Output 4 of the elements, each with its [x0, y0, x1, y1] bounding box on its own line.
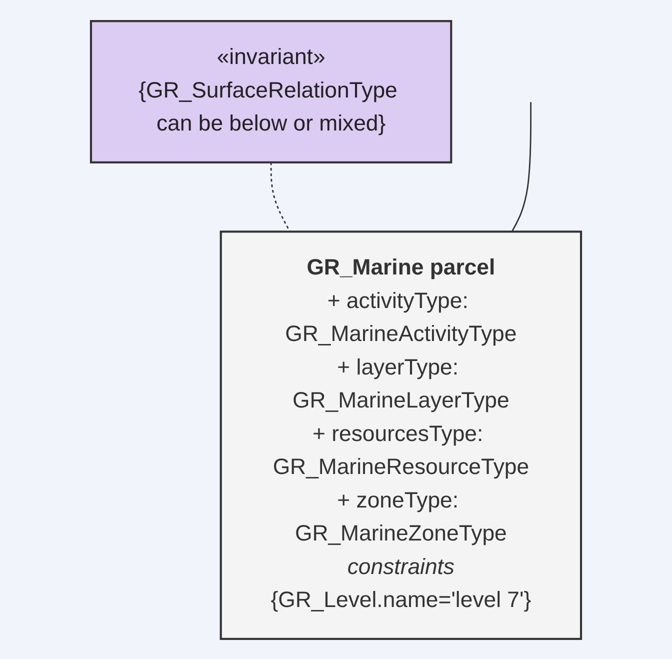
connector — [270, 162, 291, 232]
connector — [511, 102, 532, 232]
node-box: «invariant» {GR_SurfaceRelationType can be below or mixed} — [90, 20, 452, 163]
node-box: GR_Marine parcel + activityType: GR_MarineActivityType + layerType: GR_MarineLayerType + resourcesType: GR_MarineResourceType + zoneType: GR_MarineZoneType constraints {GR_Level.name='level 7'} — [220, 230, 582, 640]
